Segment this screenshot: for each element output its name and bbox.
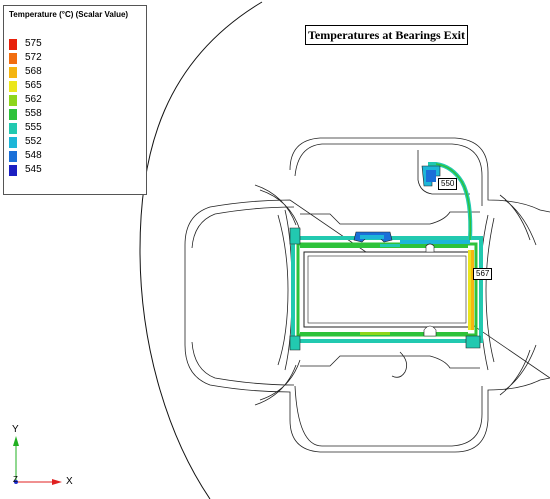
legend-value: 555 xyxy=(25,122,42,133)
legend-level: 555 xyxy=(4,122,144,135)
axis-y-label: Y xyxy=(12,424,19,435)
legend-swatch xyxy=(9,137,17,148)
legend-level: 548 xyxy=(4,150,144,163)
legend-swatch xyxy=(9,151,17,162)
legend-swatch xyxy=(9,67,17,78)
plate-contour xyxy=(289,162,483,351)
legend-value: 552 xyxy=(25,136,42,147)
legend-value: 548 xyxy=(25,150,42,161)
legend-level: 572 xyxy=(4,52,144,65)
housing-outline xyxy=(184,137,550,453)
legend-value: 572 xyxy=(25,52,42,63)
legend-level: 575 xyxy=(4,38,144,51)
legend-swatch xyxy=(9,109,17,120)
legend-value: 562 xyxy=(25,94,42,105)
legend-value: 575 xyxy=(25,38,42,49)
legend-swatch xyxy=(9,53,17,64)
legend-level: 558 xyxy=(4,108,144,121)
probe-label-right[interactable]: 567 xyxy=(473,268,493,280)
axis-x-label: X xyxy=(66,476,73,487)
legend-level: 565 xyxy=(4,80,144,93)
legend-level: 568 xyxy=(4,66,144,79)
legend-value: 558 xyxy=(25,108,42,119)
legend-value: 545 xyxy=(25,164,42,175)
view-title: Temperatures at Bearings Exit xyxy=(305,25,468,45)
temperature-legend: Temperature (°C) (Scalar Value) 575 572 … xyxy=(3,5,147,195)
outer-boundary-arc xyxy=(139,1,263,499)
axis-triad xyxy=(13,436,62,485)
legend-swatch xyxy=(9,123,17,134)
legend-level: 552 xyxy=(4,136,144,149)
legend-swatch xyxy=(9,165,17,176)
probe-label-upper[interactable]: 550 xyxy=(438,178,458,190)
legend-swatch xyxy=(9,95,17,106)
legend-swatch xyxy=(9,81,17,92)
axis-z-label: Z xyxy=(13,475,18,484)
legend-swatch xyxy=(9,39,17,50)
legend-level: 562 xyxy=(4,94,144,107)
legend-level: 545 xyxy=(4,164,144,177)
legend-value: 565 xyxy=(25,80,42,91)
legend-value: 568 xyxy=(25,66,42,77)
legend-title: Temperature (°C) (Scalar Value) xyxy=(9,10,129,19)
